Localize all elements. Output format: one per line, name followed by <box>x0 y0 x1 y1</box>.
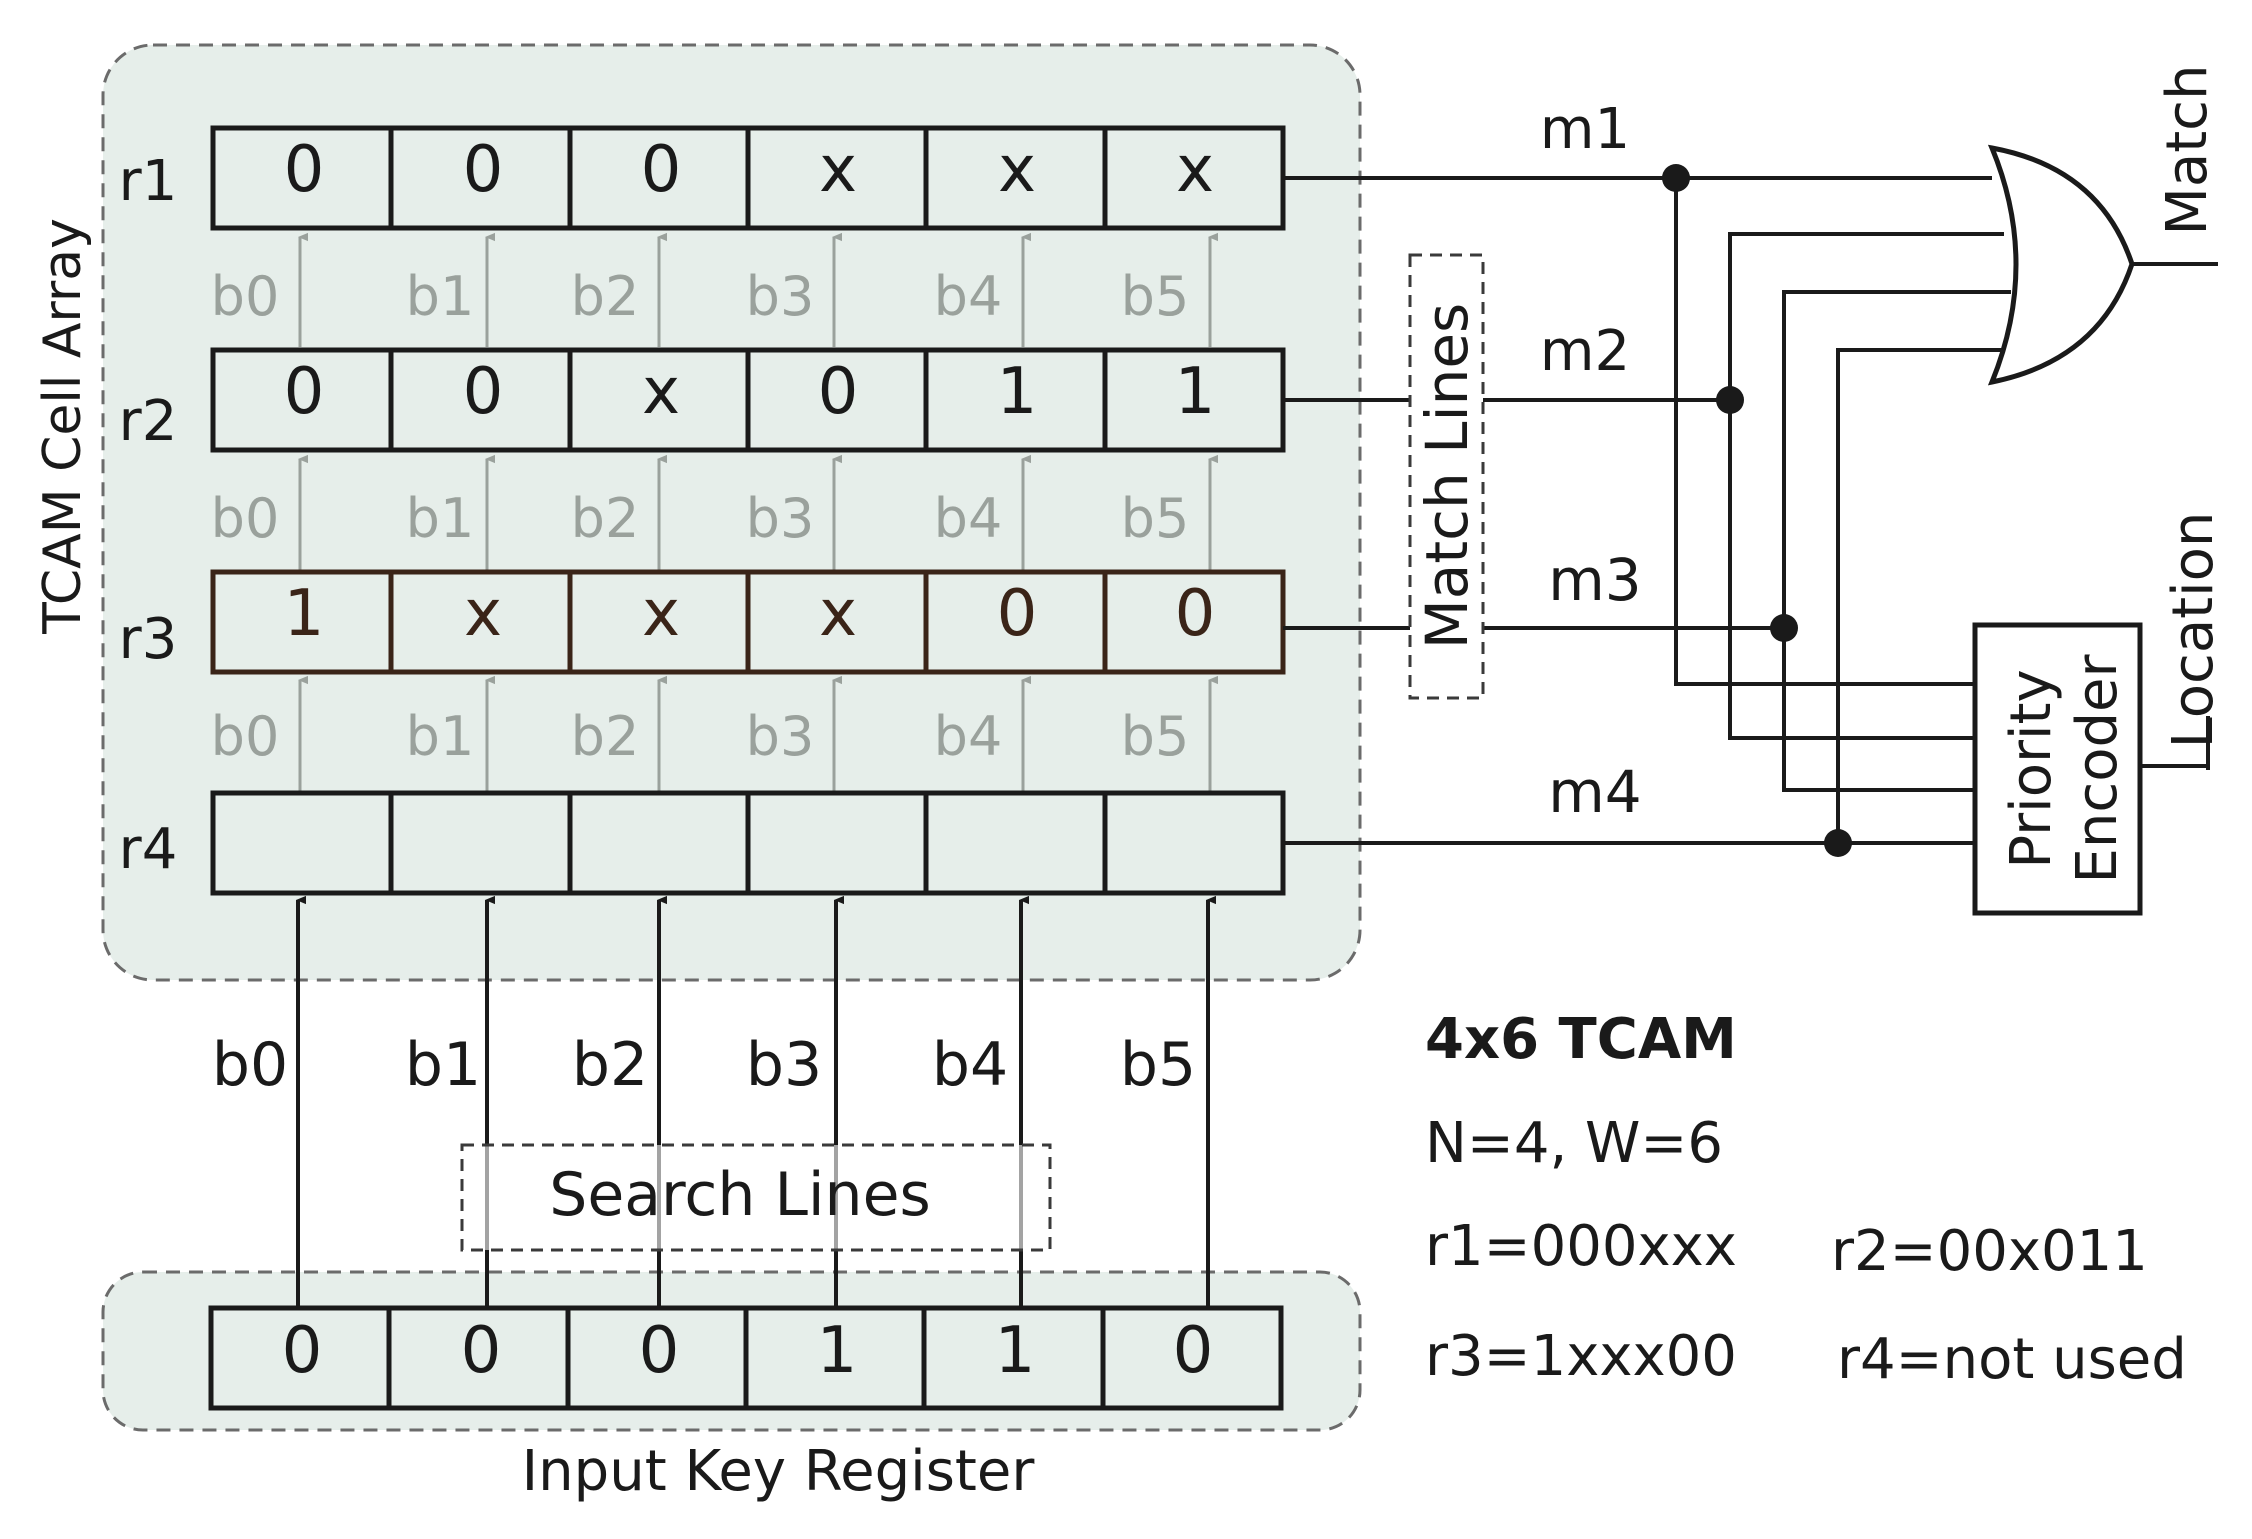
tcam-row-r3: 1 x x x 0 0 <box>210 569 1286 675</box>
row-label-r1: r1 <box>119 149 178 214</box>
bit-label: b4 <box>934 705 1003 768</box>
key-bit-value: 0 <box>282 1314 323 1388</box>
cell-value: 0 <box>1175 577 1216 651</box>
key-bit-value: 0 <box>1173 1314 1214 1388</box>
cell-value: x <box>642 355 680 429</box>
cell-value: x <box>998 133 1036 207</box>
bit-label: b3 <box>746 705 815 768</box>
cell-value: 0 <box>997 577 1038 651</box>
key-bit-value: 1 <box>817 1314 858 1388</box>
key-bit-value: 0 <box>461 1314 502 1388</box>
tcam-row-r2: 0 0 x 0 1 1 <box>210 347 1286 453</box>
bit-label: b0 <box>211 705 280 768</box>
bit-label: b4 <box>932 1030 1008 1100</box>
match-lines-box <box>1408 253 1485 700</box>
tcam-row-r1: 0 0 0 x x x <box>210 125 1286 231</box>
match-lines-label: Match Lines <box>1413 303 1481 650</box>
cell-value: 0 <box>284 133 325 207</box>
input-key-register-title: Input Key Register <box>522 1439 1036 1504</box>
match-label-m4: m4 <box>1548 758 1641 826</box>
bit-label: b2 <box>572 1030 648 1100</box>
bit-label: b4 <box>934 487 1003 550</box>
cell-value: x <box>642 577 680 651</box>
encoder-label-line2: Encoder <box>2065 654 2130 884</box>
cell-value: 1 <box>284 577 325 651</box>
junction-dots <box>1662 164 1852 857</box>
match-label-m3: m3 <box>1548 546 1641 614</box>
bit-label: b3 <box>746 487 815 550</box>
tcam-cell-array-panel <box>101 43 1362 982</box>
bit-label: b5 <box>1121 265 1190 328</box>
info-r1: r1=000xxx <box>1425 1214 1737 1279</box>
cell-value: 0 <box>463 355 504 429</box>
bit-label: b0 <box>212 1030 288 1100</box>
info-title: 4x6 TCAM <box>1425 1007 1737 1072</box>
tcam-cell-array-title: TCAM Cell Array <box>33 218 93 635</box>
search-lines-label: Search Lines <box>549 1160 931 1230</box>
tcam-row-r4 <box>210 790 1286 896</box>
bit-label: b5 <box>1120 1030 1196 1100</box>
row-label-r2: r2 <box>119 389 178 454</box>
match-label-m1: m1 <box>1540 97 1630 162</box>
cell-value: 0 <box>641 133 682 207</box>
bit-label: b4 <box>934 265 1003 328</box>
internal-search-lines <box>300 237 1210 792</box>
info-size: N=4, W=6 <box>1425 1111 1723 1176</box>
bit-label: b3 <box>746 1030 822 1100</box>
bit-label: b1 <box>406 265 475 328</box>
internal-bit-labels: b0 b1 b2 b3 b4 b5 b0 b1 b2 b3 b4 b5 b0 b… <box>211 265 1190 768</box>
location-output-label: Location <box>2161 512 2226 749</box>
cell-value: 1 <box>1175 355 1216 429</box>
info-r3: r3=1xxx00 <box>1425 1324 1737 1389</box>
key-bit-value: 0 <box>639 1314 680 1388</box>
input-key-register: 0 0 0 1 1 0 <box>208 1305 1284 1411</box>
tcam-info: 4x6 TCAM N=4, W=6 r1=000xxx r2=00x011 r3… <box>1425 1007 2187 1392</box>
cell-value: x <box>819 133 857 207</box>
bit-label: b1 <box>406 705 475 768</box>
info-r4: r4=not used <box>1837 1327 2187 1392</box>
row-label-r3: r3 <box>119 607 178 672</box>
bit-label: b2 <box>571 487 640 550</box>
priority-encoder: Priority Encoder <box>1972 622 2210 916</box>
cell-value: 0 <box>818 355 859 429</box>
cell-value: x <box>464 577 502 651</box>
bit-label: b2 <box>571 265 640 328</box>
or-gate <box>1987 144 2218 386</box>
bit-label: b0 <box>211 487 280 550</box>
match-line-labels: m1 m2 m3 m4 <box>1540 97 1642 826</box>
match-label-m2: m2 <box>1540 319 1630 384</box>
routing-wires <box>1674 178 2011 845</box>
bit-label: b1 <box>405 1030 481 1100</box>
encoder-label-line1: Priority <box>1999 669 2064 868</box>
bit-label: b5 <box>1121 705 1190 768</box>
bit-label: b5 <box>1121 487 1190 550</box>
cell-value: x <box>819 577 857 651</box>
row-labels: r1 r2 r3 r4 <box>119 149 178 882</box>
cell-value: x <box>1176 133 1214 207</box>
search-lines-box <box>460 1143 1052 1252</box>
match-output-label: Match <box>2155 65 2220 236</box>
match-lines <box>1283 176 1992 845</box>
cell-value: 0 <box>284 355 325 429</box>
cell-value: 0 <box>463 133 504 207</box>
bit-label: b3 <box>746 265 815 328</box>
info-r2: r2=00x011 <box>1831 1219 2148 1284</box>
bit-label: b2 <box>571 705 640 768</box>
key-bit-value: 1 <box>995 1314 1036 1388</box>
search-bit-labels: b0 b1 b2 b3 b4 b5 <box>212 1030 1196 1100</box>
cell-value: 1 <box>997 355 1038 429</box>
bit-label: b1 <box>406 487 475 550</box>
row-label-r4: r4 <box>119 817 178 882</box>
bit-label: b0 <box>211 265 280 328</box>
